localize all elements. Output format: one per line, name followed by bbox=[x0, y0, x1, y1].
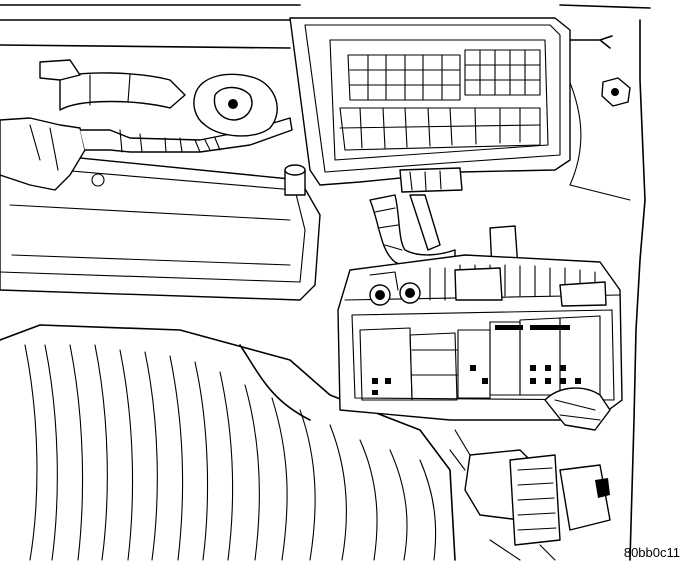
battery bbox=[0, 149, 321, 301]
connector-harness bbox=[449, 387, 611, 561]
pdc-cover bbox=[289, 17, 571, 193]
cable-nut bbox=[193, 73, 278, 137]
hose bbox=[39, 59, 186, 111]
ribbed-cover bbox=[0, 324, 456, 561]
mounting-nut bbox=[601, 77, 631, 107]
power-distribution-center bbox=[337, 254, 623, 421]
figure-reference-code: 80bb0c11 bbox=[623, 545, 680, 560]
battery-cable bbox=[0, 117, 293, 191]
